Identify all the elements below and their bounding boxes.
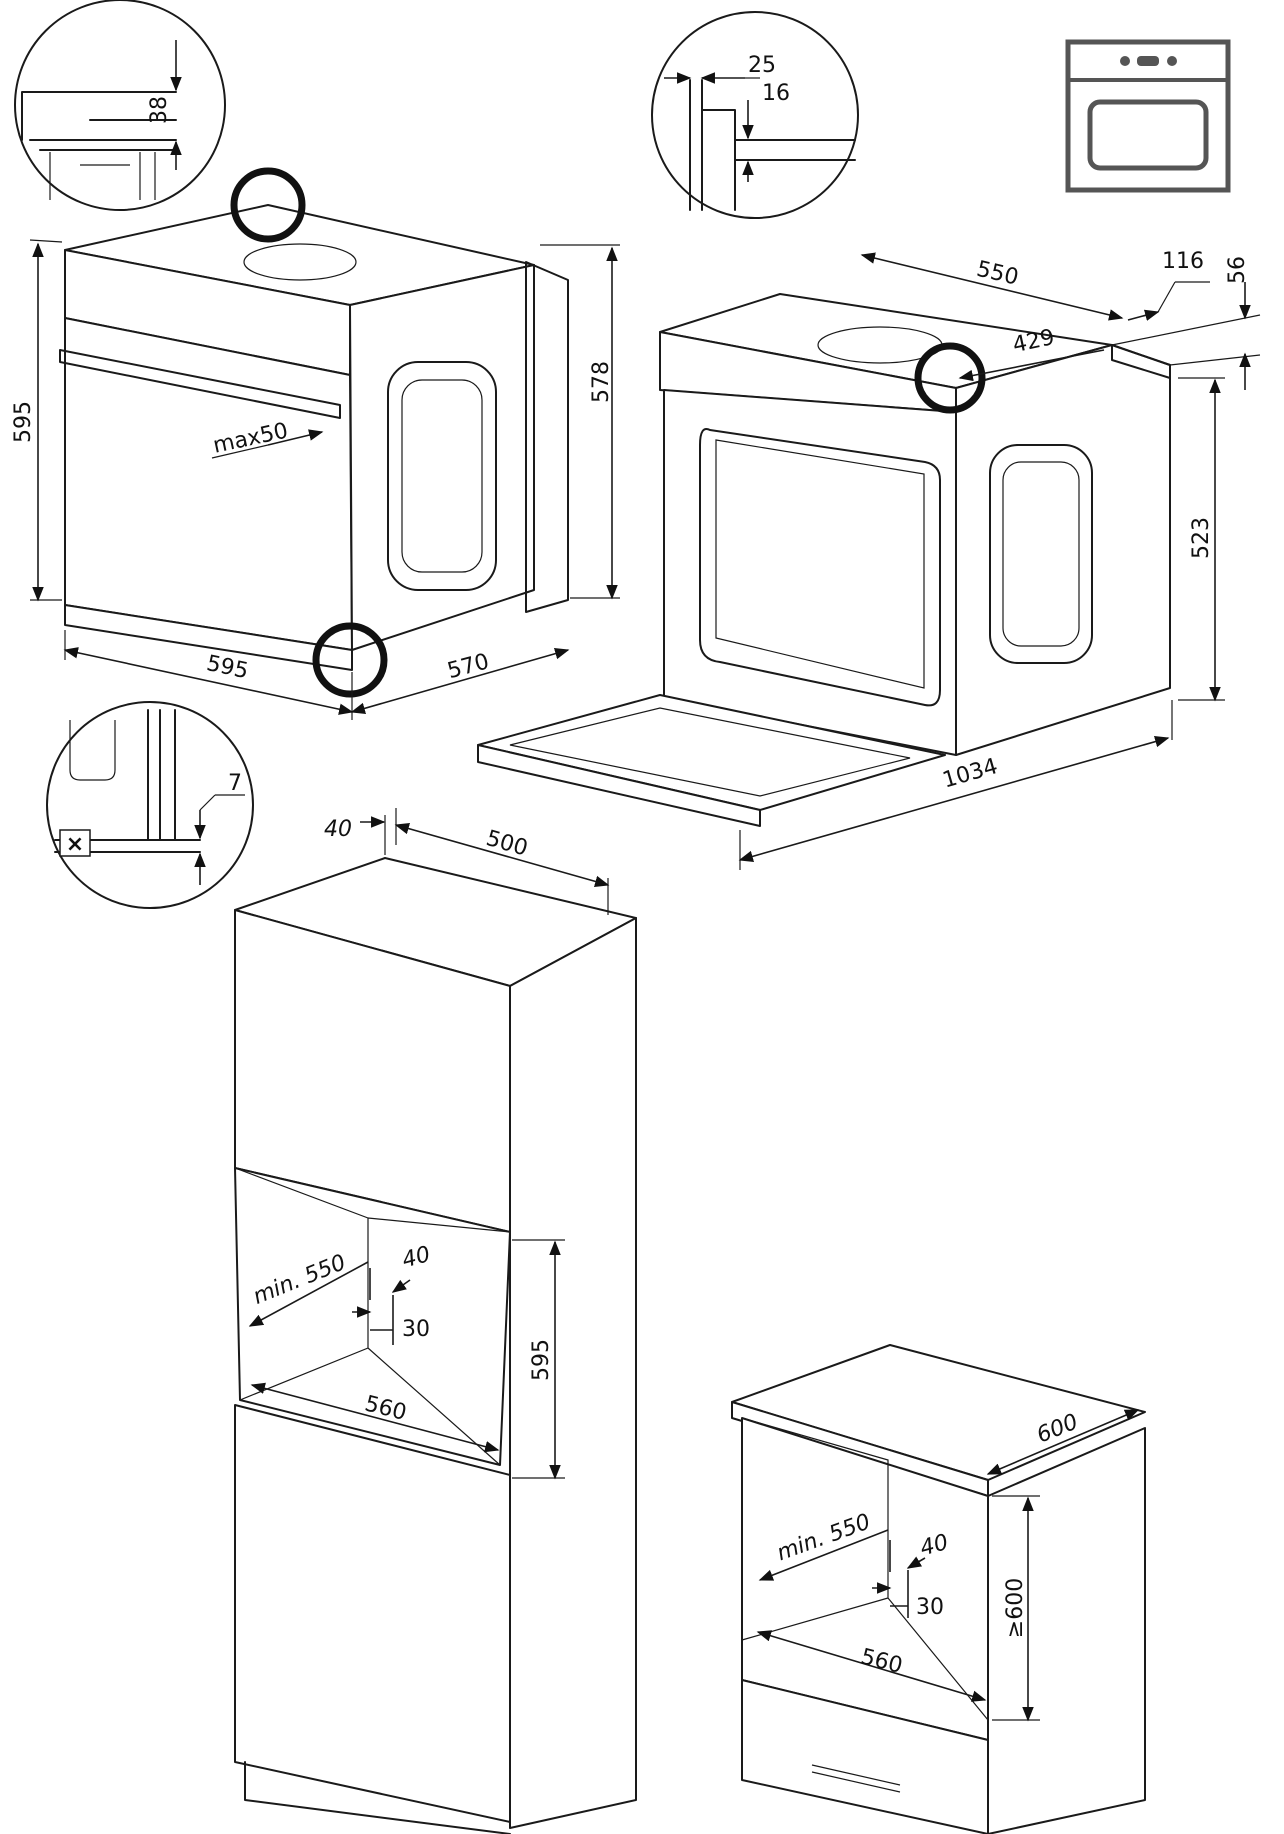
tall-cab-lower-door [234,1404,511,1823]
top-cutout [243,243,357,281]
bottom-detail-view: × 7 [46,701,254,909]
oven-door [64,317,353,651]
tall-cab-back-gap-label: 40 [324,817,352,842]
base-cab-plinth [741,1679,989,1834]
oven-height-label: 595 [11,401,36,443]
open-height-label: 523 [1189,517,1214,559]
top-detail-label: 38 [147,96,172,124]
base-cab-niche-height-label: ≥600 [1003,1578,1028,1638]
corner-detail-marker [914,342,986,414]
corner-detail-view: 25 16 [651,11,859,219]
oven-handle [59,349,341,419]
tall-cab-niche-height-label: 595 [529,1339,554,1381]
closed-oven-dimensions: 595 595 570 578 max50 [11,239,620,720]
side-window-outer [387,361,497,591]
oven-width-label: 595 [204,651,250,684]
corner-detail-circle [651,11,859,219]
corner-detail-a-label: 25 [748,53,776,78]
side-window-inner [401,379,483,573]
rear-offset-label: 116 [1162,249,1204,274]
top-detail-view: 38 [14,0,226,211]
not-allowed-mark: × [66,832,84,857]
open-side-window [989,444,1093,664]
handle-dim-line [267,429,324,446]
open-oven [477,293,1171,827]
top-detail-marker [230,167,306,243]
side-height-label: 578 [589,361,614,403]
bottom-detail-circle [46,701,254,909]
side-flange [525,261,569,613]
tall-cab-vent-height-label: 30 [402,1317,430,1342]
width-dim-line [63,647,354,715]
base-cabinet [731,1344,1146,1834]
tall-cab-depth-label: 500 [483,826,530,862]
open-depth-label: 550 [974,257,1021,291]
top-offset-label: 56 [1225,256,1250,284]
closed-oven [59,167,569,698]
top-detail-circle [14,0,226,211]
corner-detail-b-label: 16 [762,81,790,106]
oven-depth-label: 570 [445,649,492,684]
depth-dim-line [350,648,570,714]
tall-cabinet [234,857,637,1834]
bottom-gap-label: 7 [228,771,242,796]
base-cab-vent-height-label: 30 [916,1595,944,1620]
oven-cavity [699,428,941,707]
built-in-oven-icon [1065,39,1231,193]
